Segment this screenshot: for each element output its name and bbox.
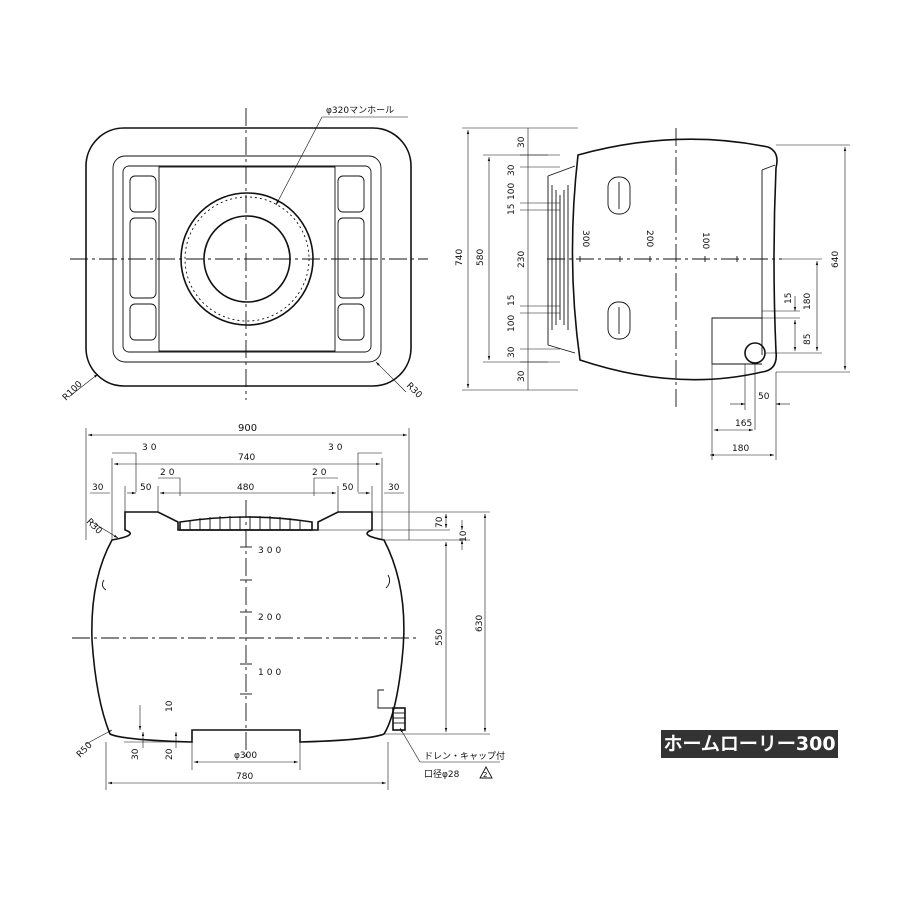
front-dim-900: 900 bbox=[238, 423, 257, 434]
side-dim-30c: 30 bbox=[507, 346, 517, 358]
side-level-200: 200 bbox=[644, 230, 654, 247]
front-dim-30r: 30 bbox=[328, 443, 345, 453]
front-dim-10b: 10 bbox=[165, 700, 175, 712]
front-dim-phi300: φ300 bbox=[234, 751, 257, 761]
front-dim-740: 740 bbox=[238, 453, 255, 463]
side-dim-15c: 15 bbox=[784, 293, 794, 304]
front-dim-10a: 10 bbox=[459, 530, 469, 542]
front-view: 300 200 100 900 740 30 30 20 20 30 50 bbox=[72, 423, 505, 790]
front-dim-70: 70 bbox=[435, 516, 445, 528]
side-dim-580: 580 bbox=[476, 249, 486, 266]
front-radius-r30: R30 bbox=[84, 517, 104, 537]
front-dim-20b: 20 bbox=[165, 748, 175, 760]
front-dim-30ol: 30 bbox=[92, 483, 104, 493]
front-dim-630: 630 bbox=[475, 615, 485, 632]
side-dim-30a: 30 bbox=[517, 136, 527, 148]
top-view: φ320マンホール R100 R30 bbox=[61, 105, 428, 403]
front-level-200: 200 bbox=[258, 613, 284, 623]
side-dim-50: 50 bbox=[758, 392, 770, 402]
front-dim-50l: 50 bbox=[140, 483, 152, 493]
front-dim-30l: 30 bbox=[142, 443, 159, 453]
front-level-100: 100 bbox=[258, 668, 284, 678]
drain-label: ドレン・キャップ付 bbox=[424, 751, 505, 762]
front-dim-20l: 20 bbox=[160, 468, 177, 478]
side-dim-180v: 180 bbox=[803, 293, 813, 310]
front-dim-780: 780 bbox=[236, 772, 253, 782]
side-dim-640: 640 bbox=[831, 251, 841, 268]
manhole-label: φ320マンホール bbox=[326, 105, 394, 116]
radius-r100: R100 bbox=[61, 379, 85, 403]
front-dim-50r: 50 bbox=[342, 483, 354, 493]
front-dim-480: 480 bbox=[237, 483, 254, 493]
drain-size: 口径φ28 bbox=[424, 768, 460, 780]
radius-r30: R30 bbox=[404, 381, 424, 401]
front-dim-30or: 30 bbox=[388, 483, 400, 493]
side-dim-30b: 30 bbox=[507, 164, 517, 176]
side-dim-740: 740 bbox=[455, 249, 465, 266]
side-dim-230: 230 bbox=[517, 251, 527, 268]
front-dim-30b: 30 bbox=[131, 748, 141, 760]
side-dim-180h: 180 bbox=[732, 444, 749, 454]
drain-mark: 2 bbox=[483, 771, 487, 779]
product-title: ホームローリー300 bbox=[661, 730, 838, 758]
front-level-300: 300 bbox=[258, 546, 284, 556]
side-vent-ribs bbox=[551, 185, 569, 330]
side-level-100: 100 bbox=[700, 232, 710, 249]
side-dim-15b: 15 bbox=[507, 295, 517, 306]
side-dim-30d: 30 bbox=[517, 370, 527, 382]
front-dim-20r: 20 bbox=[312, 468, 329, 478]
side-dim-85: 85 bbox=[803, 334, 813, 345]
side-dim-100a: 100 bbox=[507, 183, 517, 200]
front-radius-r50: R50 bbox=[75, 740, 95, 760]
front-dim-550: 550 bbox=[435, 629, 445, 646]
side-dim-15a: 15 bbox=[507, 204, 517, 215]
side-dim-165: 165 bbox=[735, 419, 752, 429]
drain-valve bbox=[392, 707, 406, 731]
side-dim-100b: 100 bbox=[507, 315, 517, 332]
manhole-cap-ribs bbox=[189, 516, 301, 530]
side-level-300: 300 bbox=[580, 230, 590, 247]
side-view: 300 200 100 740 580 30 30 100 15 230 15 … bbox=[455, 127, 850, 460]
